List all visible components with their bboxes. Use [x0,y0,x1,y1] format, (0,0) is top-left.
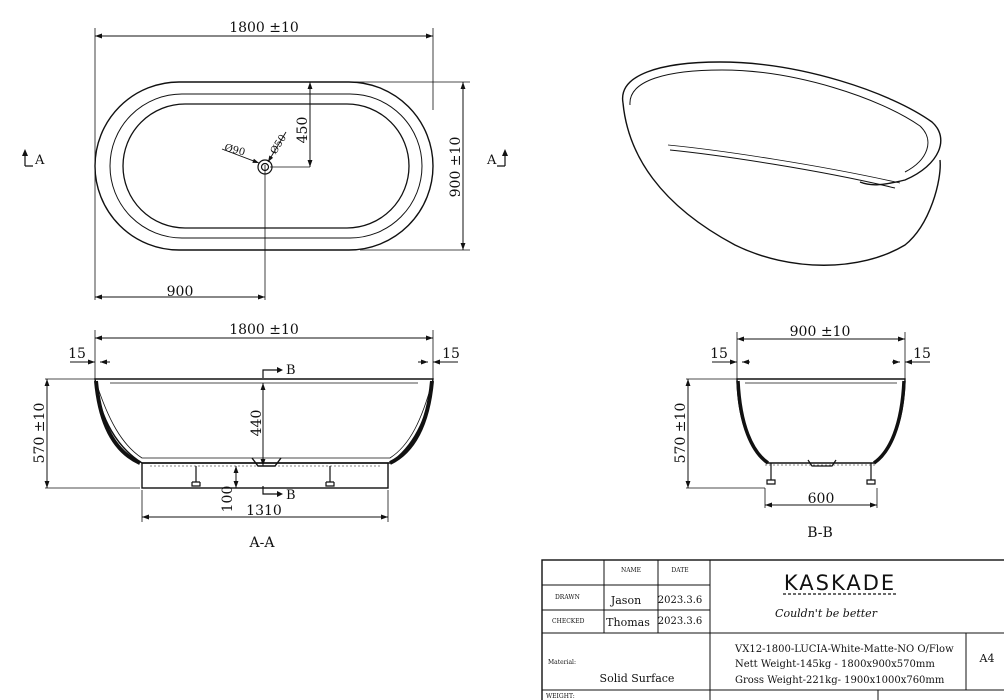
section-b-width: 900 ±10 [790,324,851,340]
drain-outer-dia: Ø90 [223,143,246,159]
section-a-title: A-A [249,535,276,551]
section-mark-left: A [34,153,45,168]
top-drain-offset-x: 900 [167,284,194,300]
cut-label-top: B [286,363,296,378]
section-b-rim-left: 15 [710,346,728,362]
tub-outer-rim [94,81,434,251]
perspective-view [622,61,942,266]
section-a-height: 570 ±10 [32,403,48,464]
section-b [685,332,930,508]
section-b-height: 570 ±10 [673,403,689,464]
gross-weight: Gross Weight-221kg- 1900x1000x760mm [735,675,945,686]
drain-inner [260,162,270,172]
row-checked: CHECKED [552,618,585,625]
top-drain-offset-y: 450 [295,117,311,144]
checked-name: Thomas [606,616,650,629]
checked-date: 2023.3.6 [658,616,703,627]
section-b-rim-right: 15 [913,346,931,362]
col-name: NAME [621,567,641,574]
tub-basin [122,103,410,229]
tub-base [141,462,389,489]
drawn-date: 2023.3.6 [658,595,703,606]
tub-b-outline [736,378,906,464]
row-drawn: DRAWN [555,594,580,601]
model-code: VX12-1800-LUCIA-White-Matte-NO O/Flow [734,644,954,655]
weight-label: WEIGHT: [546,693,575,700]
cut-label-bottom: B [286,488,296,503]
material-label: Material: [548,659,576,666]
section-b-base-width: 600 [808,491,835,507]
section-mark-right: A [486,153,497,168]
section-b-title: B-B [807,525,833,541]
section-a-rim-right: 15 [442,346,460,362]
brand-logo: KASKADE [784,571,896,595]
drawn-name: Jason [610,594,641,607]
section-a-length: 1800 ±10 [229,322,299,338]
section-a-rim-left: 15 [68,346,86,362]
title-block [541,559,1004,700]
tub-inner-rim [109,93,423,239]
nett-weight: Nett Weight-145kg - 1800x900x570mm [735,659,935,670]
section-a [44,330,458,522]
top-width-dim: 900 ±10 [448,137,464,198]
col-date: DATE [671,567,688,574]
sheet-size: A4 [979,652,995,665]
top-view [22,28,508,300]
top-length-dim: 1800 ±10 [229,20,299,36]
material-value: Solid Surface [600,672,675,685]
section-a-base-length: 1310 [246,503,282,519]
section-a-depth: 440 [249,410,265,437]
brand-slogan: Couldn't be better [775,607,878,620]
drain-inner-dia: Ø50 [269,133,289,157]
section-a-base-height: 100 [220,486,236,513]
